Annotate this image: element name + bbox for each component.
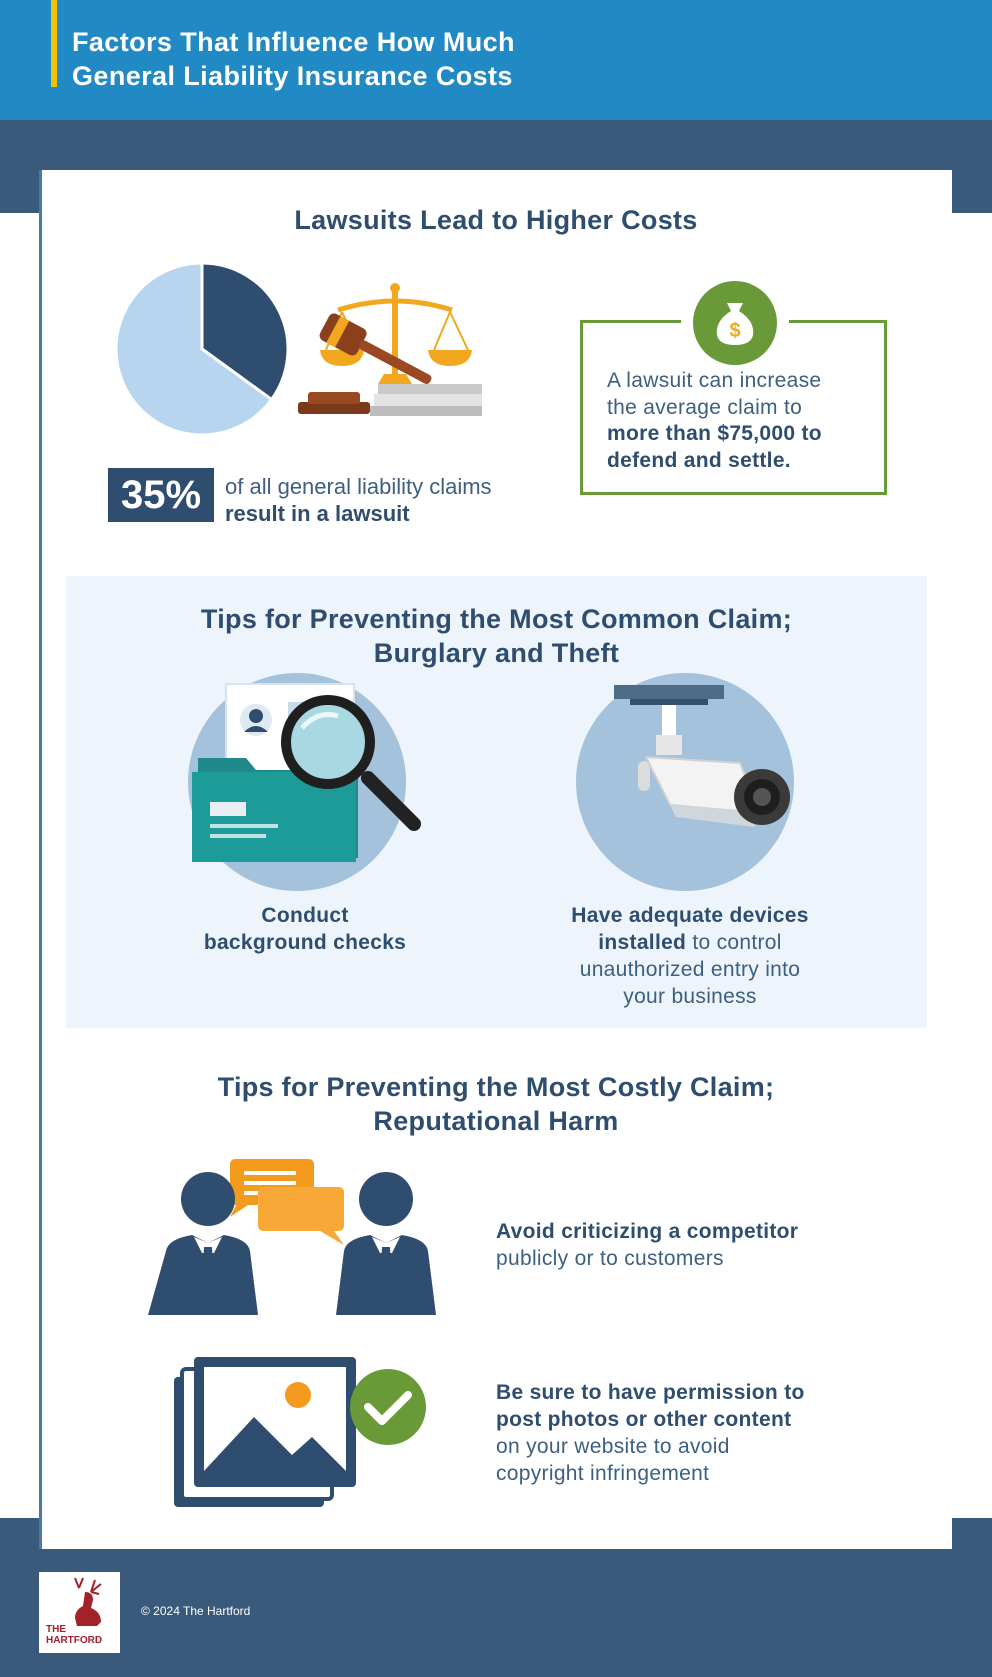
hartford-logo[interactable] [39,1572,120,1653]
tip4-line-3: on your website to avoid [496,1435,730,1458]
background-check-caption: Conduct background checks [170,902,440,956]
section-reputation-title: Tips for Preventing the Most Costly Clai… [40,1070,952,1138]
security-device-caption: Have adequate devices installed to contr… [540,902,840,1010]
stat-description: of all general liability claims result i… [225,473,555,527]
page-title: Factors That Influence How Much General … [72,25,772,93]
copyright-text: © 2024 The Hartford [141,1604,251,1618]
tip1-line-1: Conduct [261,904,349,927]
pie-slice-1 [116,263,274,435]
claim-line-2: the average claim to [607,395,803,419]
reputation-title-line-2: Reputational Harm [373,1106,619,1136]
competitor-tip: Avoid criticizing a competitor publicly … [496,1218,916,1272]
burglary-title-line-1: Tips for Preventing the Most Common Clai… [200,604,793,634]
stag-logo-icon [74,1577,102,1626]
logo-line-2: HARTFORD [46,1635,103,1646]
title-line-1: Factors That Influence How Much [72,27,515,57]
security-camera-icon [614,685,790,827]
reputation-title-line-1: Tips for Preventing the Most Costly Clai… [217,1072,775,1102]
section-lawsuits-title: Lawsuits Lead to Higher Costs [294,205,698,235]
permission-tip: Be sure to have permission to post photo… [496,1379,916,1487]
tip2-line-2-bold: installed [598,931,687,954]
header-accent-bar [51,0,57,87]
svg-text:$: $ [729,320,740,342]
tip3-line-1: Avoid criticizing a competitor [496,1220,799,1243]
section-burglary-title: Tips for Preventing the Most Common Clai… [66,602,927,670]
header-bar [0,0,992,120]
lawsuit-pie-chart [116,263,288,435]
tip4-line-1: Be sure to have permission to [496,1381,805,1404]
claim-line-3: more than $75,000 to [607,422,822,445]
claim-line-1: A lawsuit can increase [607,369,822,392]
money-bag-icon: $ [693,281,777,365]
tip1-line-2: background checks [203,931,407,954]
claim-line-4: defend and settle. [607,448,791,472]
logo-line-1: THE [46,1624,66,1635]
people-chat-icon [148,1159,436,1315]
tip2-line-2: installed to control [540,929,840,956]
title-line-2: General Liability Insurance Costs [72,61,513,91]
pie-slice-0 [200,263,288,402]
stat-percent-badge: 35% [108,468,214,522]
stat-text-line-2: result in a lawsuit [225,501,410,526]
claim-description: A lawsuit can increase the average claim… [607,368,877,474]
stat-text-line-1: of all general liability claims [225,474,492,499]
tip4-line-2: post photos or other content [496,1408,792,1431]
tip3-line-2: publicly or to customers [496,1247,724,1270]
folder-magnifier-icon [192,683,421,862]
tip2-line-4: your business [623,985,757,1008]
tip4-line-4: copyright infringement [496,1462,710,1485]
burglary-title-line-2: Burglary and Theft [373,638,620,668]
tip2-line-1: Have adequate devices [571,904,809,927]
logo-wordmark: THE HARTFORD [46,1624,116,1646]
gavel-scales-icon [298,283,482,416]
tip2-line-3: unauthorized entry into [579,958,801,981]
tip2-line-2-rest: to control [686,931,782,954]
photo-check-icon [174,1357,426,1507]
